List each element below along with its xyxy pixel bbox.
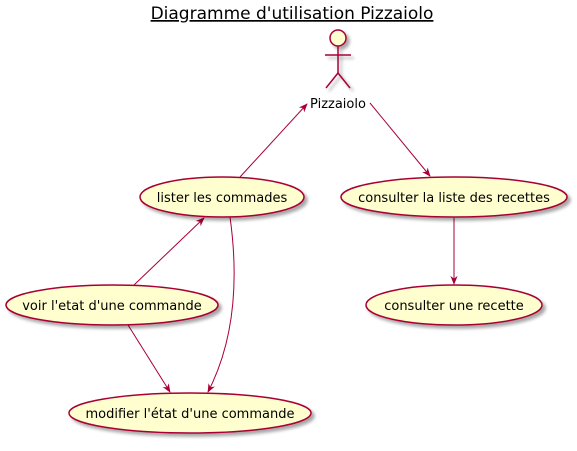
use-case-ellipse	[139, 176, 305, 218]
use-case-label: consulter la liste des recettes	[358, 191, 550, 206]
use-case-lister: lister les commades	[139, 176, 305, 218]
use-case-voir-etat: voir l'etat d'une commande	[5, 284, 219, 326]
use-case-label: lister les commades	[157, 191, 288, 206]
use-case-ellipse	[68, 392, 312, 434]
diagram-title: Diagramme d'utilisation Pizzaiolo	[151, 4, 434, 24]
use-case-ellipse	[340, 176, 568, 218]
use-case-consulter-liste: consulter la liste des recettes	[340, 176, 568, 218]
edge-voir-etat-to-modifier-etat	[127, 324, 171, 393]
edge-pizzaiolo-to-consulter-liste	[369, 102, 431, 177]
use-case-modifier-etat: modifier l'état d'une commande	[68, 392, 312, 434]
use-case-label: voir l'etat d'une commande	[22, 299, 202, 314]
use-case-label: modifier l'état d'une commande	[86, 407, 295, 422]
edge-voir-etat-to-lister	[133, 217, 205, 286]
edge-lister-to-modifier-etat	[207, 216, 235, 393]
actor-pizzaiolo: Pizzaiolo	[310, 29, 366, 112]
use-case-ellipse	[5, 284, 219, 326]
actor-label: Pizzaiolo	[310, 97, 366, 112]
stick-figure-actor-icon	[325, 29, 351, 89]
edge-lister-to-pizzaiolo	[239, 103, 308, 178]
edges-group	[127, 102, 458, 393]
use-case-ellipse	[365, 284, 543, 326]
use-case-consulter-recette: consulter une recette	[365, 284, 543, 326]
use-case-label: consulter une recette	[384, 299, 524, 314]
